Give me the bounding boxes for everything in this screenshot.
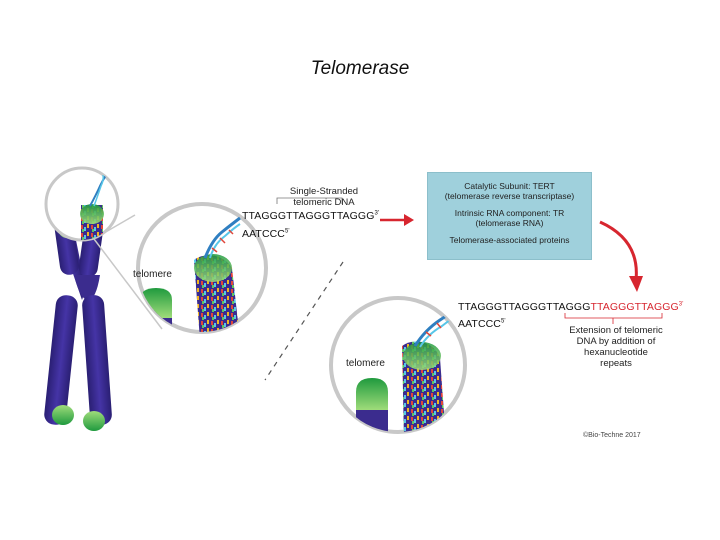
rna-component-text: Intrinsic RNA component: TR (telomerase …	[428, 208, 591, 228]
single-stranded-label-line1: Single-Stranded	[289, 186, 359, 197]
top-sequence: TTAGGGTTAGGGTTAGGG3'	[242, 210, 379, 222]
box-line4: (telomerase RNA)	[475, 218, 544, 228]
telomere-label-extended: telomere	[346, 358, 385, 369]
telomere-label: telomere	[133, 269, 172, 280]
copyright-credit: ©Bio-Techne 2017	[583, 432, 641, 439]
catalytic-subunit-text: Catalytic Subunit: TERT (telomerase reve…	[428, 181, 591, 201]
top-sequence-text: TTAGGGTTAGGGTTAGGG	[242, 210, 375, 222]
top-complement-text: AATCCC	[242, 228, 285, 240]
single-stranded-label: Single-Stranded telomeric DNA	[284, 186, 364, 208]
extension-bracket	[564, 313, 663, 319]
arrow-right	[380, 214, 414, 226]
single-strand-bracket	[276, 197, 343, 204]
extended-sequence: TTAGGGTTAGGGTTAGGGTTAGGGTTAGGG3'	[458, 301, 683, 313]
single-stranded-label-line2: telomeric DNA	[293, 197, 355, 208]
connector-line	[103, 214, 136, 234]
zoom-circle-extended	[329, 296, 467, 434]
extended-complement: AATCCC5'	[458, 318, 506, 330]
extended-complement-text: AATCCC	[458, 318, 501, 330]
extension-note-line3: hexanucleotide repeats	[584, 347, 648, 369]
page-title: Telomerase	[310, 58, 410, 79]
extended-complement-end: 5'	[501, 318, 506, 325]
top-sequence-end: 3'	[374, 210, 380, 217]
dashed-divider	[264, 261, 344, 381]
extension-note: Extension of telomeric DNA by addition o…	[568, 325, 664, 369]
extended-sequence-end: 3'	[678, 301, 684, 308]
extension-note-line2: DNA by addition of	[576, 336, 656, 347]
box-line2: (telomerase reverse transcriptase)	[444, 191, 575, 201]
zoom-circle-small	[44, 166, 120, 242]
box-line1: Catalytic Subunit: TERT	[464, 181, 555, 191]
extended-sequence-added: TTAGGGTTAGGG	[590, 301, 679, 313]
telomerase-components-box: Catalytic Subunit: TERT (telomerase reve…	[427, 172, 592, 260]
chromosome	[44, 208, 112, 431]
arrow-curved	[599, 220, 643, 292]
extended-sequence-original: TTAGGGTTAGGGTTAGGG	[458, 301, 591, 313]
extension-note-line1: Extension of telomeric	[569, 325, 663, 336]
zoom-circle-large	[136, 202, 268, 334]
connector-line	[93, 238, 163, 330]
top-complement-end: 5'	[285, 228, 290, 235]
top-complement: AATCCC5'	[242, 228, 290, 240]
box-line3: Intrinsic RNA component: TR	[454, 208, 565, 218]
associated-proteins-text: Telomerase-associated proteins	[449, 235, 570, 245]
